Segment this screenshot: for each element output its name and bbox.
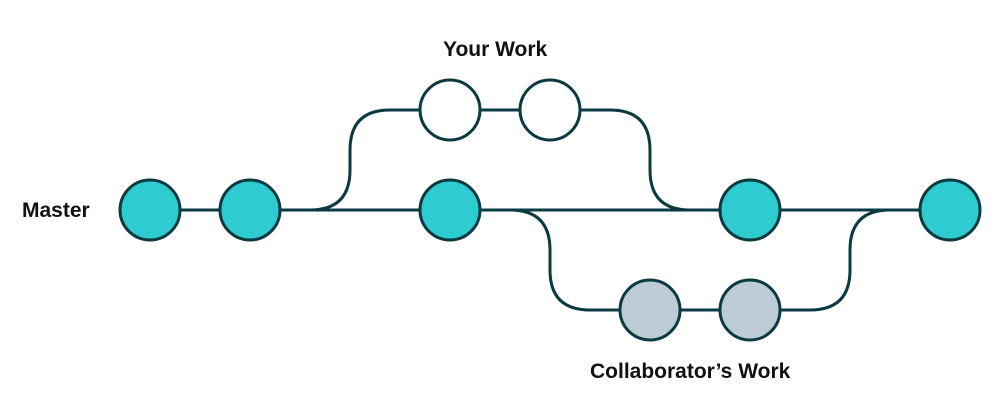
master-commit-1 [118, 178, 182, 242]
collaborator-commits [618, 278, 782, 342]
connections [180, 108, 920, 312]
your-work-commits [418, 78, 582, 142]
your-work-commit-1 [418, 78, 482, 142]
your-work-commit-2 [518, 78, 582, 142]
your-work-branch-line [309, 108, 691, 212]
master-commit-5 [918, 178, 982, 242]
master-commit-3 [418, 178, 482, 242]
collaborator-work-label: Collaborator’s Work [590, 360, 791, 383]
master-label: Master [22, 199, 90, 222]
master-commits [118, 178, 982, 242]
master-commit-4 [718, 178, 782, 242]
your-work-label: Your Work [443, 38, 548, 61]
collaborator-commit-2 [718, 278, 782, 342]
master-commit-2 [218, 178, 282, 242]
collaborator-branch-line [509, 208, 891, 312]
collaborator-commit-1 [618, 278, 682, 342]
